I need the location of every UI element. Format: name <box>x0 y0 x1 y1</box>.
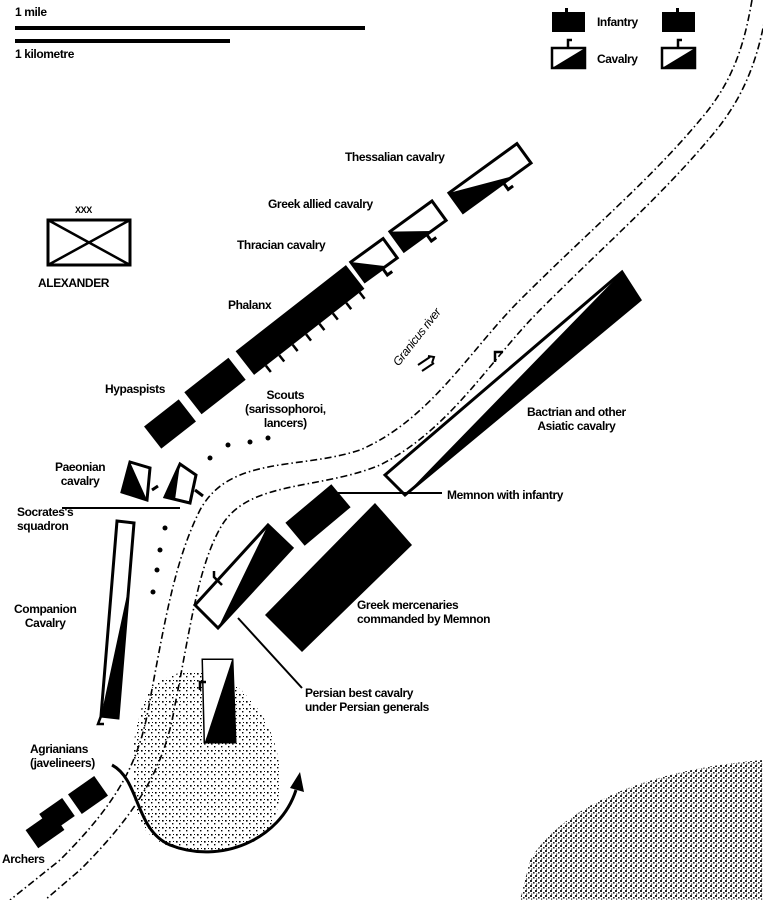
hill-terrain <box>132 671 281 853</box>
archers-label: Archers <box>2 852 45 866</box>
granicus-river <box>9 0 763 900</box>
scouts-label: Scouts (sarissophoroi, lancers) <box>245 388 326 430</box>
kilometre-scale-bar <box>15 39 230 43</box>
greek-allied-cavalry-unit <box>387 198 449 254</box>
greek-mercenaries-unit <box>265 503 412 652</box>
agrianians-label: Agrianians (javelineers) <box>30 742 95 770</box>
bactrian-cavalry-unit <box>382 269 642 498</box>
hypaspists-unit <box>144 357 246 449</box>
paeonian-cavalry-label: Paeonian cavalry <box>55 460 106 488</box>
bactrian-cavalry-label: Bactrian and other Asiatic cavalry <box>527 405 626 433</box>
socrates-squadron-label: Socrates's squadron <box>17 505 74 533</box>
persian-best-cavalry-label: Persian best cavalry under Persian gener… <box>305 686 429 714</box>
scouts-dotted-line <box>207 435 271 461</box>
companion-dotted-line <box>150 525 168 595</box>
phalanx-unit <box>235 265 366 375</box>
river-flow-arrow <box>417 355 436 372</box>
memnon-infantry-unit <box>285 484 351 546</box>
hypaspists-label: Hypaspists <box>105 382 166 396</box>
legend-cavalry-icon <box>550 38 697 70</box>
greek-allied-cavalry-label: Greek allied cavalry <box>268 197 373 211</box>
legend-infantry-label: Infantry <box>597 15 638 29</box>
scale-mile-label: 1 mile <box>15 5 47 19</box>
persian-cavalry-reserve-unit <box>198 658 237 744</box>
companion-cavalry-label: Companion Cavalry <box>14 602 77 630</box>
memnon-infantry-label: Memnon with infantry <box>447 488 563 502</box>
phalanx-label: Phalanx <box>228 298 272 312</box>
companion-cavalry-unit <box>96 519 136 726</box>
commander-name-label: ALEXANDER <box>38 276 110 290</box>
legend-infantry-icon <box>552 8 695 32</box>
thracian-cavalry-label: Thracian cavalry <box>237 238 326 252</box>
legend-cavalry-label: Cavalry <box>597 52 638 66</box>
paeonian-cavalry-unit <box>120 460 204 505</box>
scale-kilometre-label: 1 kilometre <box>15 47 74 61</box>
thessalian-cavalry-unit <box>446 141 534 215</box>
thracian-cavalry-unit <box>348 236 400 284</box>
archers-unit <box>25 811 65 849</box>
best-cavalry-pointer-line <box>237 617 303 689</box>
mile-scale-bar <box>15 26 365 30</box>
greek-mercenaries-label: Greek mercenaries commanded by Memnon <box>357 598 491 626</box>
thessalian-cavalry-label: Thessalian cavalry <box>345 150 445 164</box>
flanking-arrow <box>111 763 298 854</box>
flanking-arrowhead-icon <box>290 772 304 792</box>
commander-rank-mark: XXX <box>75 205 92 215</box>
alexander-command-symbol <box>46 218 132 267</box>
persian-best-cavalry-unit <box>192 522 295 631</box>
rough-terrain-corner <box>520 760 763 900</box>
